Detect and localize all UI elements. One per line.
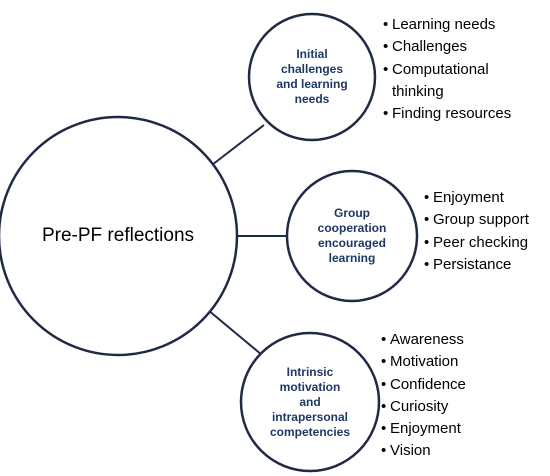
center-label: Pre-PF reflections <box>10 216 226 256</box>
node-label-line: Initial <box>296 47 328 61</box>
center-circle <box>0 115 239 357</box>
connector-initial <box>207 124 265 169</box>
node-label-line: challenges <box>280 62 344 76</box>
list-item: Vision <box>381 440 466 463</box>
list-item: Enjoyment <box>424 187 529 210</box>
list-item: Computational thinking <box>383 59 511 104</box>
bullet-list-group: Enjoyment Group support Peer checking Pe… <box>424 187 529 276</box>
bullet-list-intrinsic: Awareness Motivation Confidence Curiosit… <box>381 329 466 463</box>
node-label-line: intrapersonal <box>271 409 348 424</box>
node-label-line: motivation <box>279 379 341 394</box>
node-label-line: needs <box>294 92 330 106</box>
node-circle-intrinsic <box>239 331 381 473</box>
node-circle-initial <box>247 12 377 142</box>
list-item: Motivation <box>381 351 466 374</box>
node-label-line: Intrinsic <box>286 364 334 379</box>
node-label-line: competencies <box>269 424 351 439</box>
node-label-line: and <box>299 394 321 409</box>
bullet-list-initial: Learning needs Challenges Computational … <box>383 14 511 126</box>
list-item: Enjoyment <box>381 418 466 441</box>
node-label-line: learning <box>328 251 376 265</box>
node-label-line: encouraged <box>317 236 386 250</box>
list-item: Group support <box>424 209 529 232</box>
node-label-line: and learning <box>276 77 348 91</box>
node-label-intrinsic: Intrinsic motivation and intrapersonal c… <box>252 356 368 448</box>
list-item: Learning needs <box>383 14 511 37</box>
node-label-line: cooperation <box>317 221 387 235</box>
list-item: Curiosity <box>381 396 466 419</box>
list-item: Challenges <box>383 36 511 59</box>
list-item: Awareness <box>381 329 466 352</box>
list-item: Persistance <box>424 254 529 277</box>
node-circle-group <box>285 169 419 303</box>
connector-intrinsic <box>207 309 263 356</box>
list-item: Peer checking <box>424 232 529 255</box>
list-item: Finding resources <box>383 103 511 126</box>
node-label-line: Group <box>333 206 370 220</box>
node-label-initial: Initial challenges and learning needs <box>258 37 366 117</box>
node-label-group: Group cooperation encouraged learning <box>297 196 407 276</box>
center-label-text: Pre-PF reflections <box>41 225 195 246</box>
list-item: Confidence <box>381 374 466 397</box>
